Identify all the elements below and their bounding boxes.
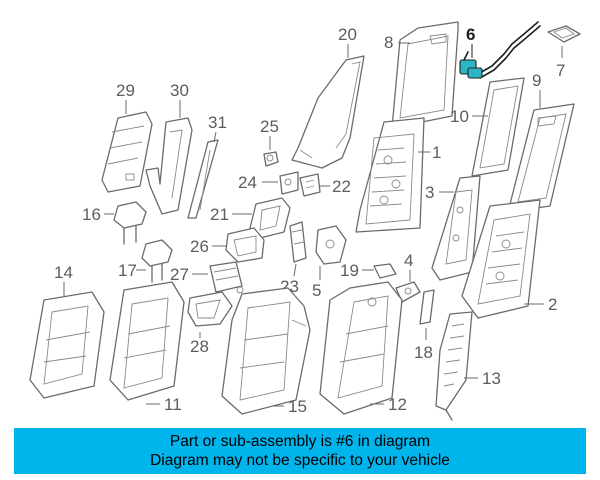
callout-13: 13	[482, 369, 501, 388]
callout-15: 15	[288, 397, 307, 416]
part-26-cover[interactable]	[225, 227, 265, 263]
callout-28: 28	[190, 337, 209, 356]
part-29-cushion[interactable]	[101, 111, 153, 193]
callout-4: 4	[404, 251, 413, 270]
callout-24: 24	[238, 173, 257, 192]
callout-2: 2	[548, 295, 557, 314]
callout-16: 16	[82, 205, 101, 224]
part-16-headrest[interactable]	[113, 201, 147, 245]
part-15-seat-cushion[interactable]	[221, 287, 311, 415]
callout-11: 11	[164, 395, 182, 414]
callout-29: 29	[116, 81, 135, 100]
callout-8: 8	[384, 33, 393, 52]
part-7-clip[interactable]	[547, 25, 581, 43]
banner-line-part-info: Part or sub-assembly is #6 in diagram	[169, 433, 431, 450]
part-17-headrest[interactable]	[141, 239, 173, 283]
part-28-tray[interactable]	[187, 291, 233, 327]
callout-1: 1	[432, 143, 441, 162]
parts-diagram: 6 7 8 10 9 20 1	[29, 21, 581, 421]
callout-18: 18	[414, 343, 433, 362]
info-banner: Part or sub-assembly is #6 in diagram Di…	[14, 428, 586, 474]
callout-7: 7	[556, 61, 565, 80]
callout-25: 25	[260, 117, 279, 136]
part-11-seat-cushion[interactable]	[109, 281, 185, 401]
part-13-lumbar[interactable]	[435, 311, 473, 421]
callout-9: 9	[532, 71, 541, 90]
callout-17: 17	[118, 261, 137, 280]
banner-line-disclaimer: Diagram may not be specific to your vehi…	[150, 452, 450, 469]
callout-6: 6	[466, 25, 475, 44]
part-10-back-panel[interactable]	[471, 77, 525, 177]
part-25-cap[interactable]	[263, 151, 279, 167]
part-22-bracket[interactable]	[299, 173, 321, 197]
callout-5: 5	[312, 281, 321, 300]
part-27-pad[interactable]	[209, 261, 244, 294]
callout-3: 3	[425, 183, 434, 202]
part-20-seatback-cover[interactable]	[291, 55, 365, 169]
part-1-seatback-frame[interactable]	[355, 117, 425, 233]
part-6-wiring-harness[interactable]	[459, 21, 541, 79]
part-23-bracket[interactable]	[289, 221, 307, 263]
part-21-housing[interactable]	[249, 197, 291, 239]
callout-31: 31	[208, 113, 227, 132]
part-24-bracket[interactable]	[279, 171, 299, 195]
callout-19: 19	[340, 261, 359, 280]
leader-31	[213, 131, 217, 143]
callout-22: 22	[332, 177, 351, 196]
part-5-bracket[interactable]	[315, 225, 347, 265]
leader-23	[293, 263, 297, 277]
callout-10: 10	[450, 107, 469, 126]
part-14-seat-cushion[interactable]	[29, 291, 105, 399]
part-30-side-trim[interactable]	[145, 117, 193, 215]
part-18-link[interactable]	[419, 289, 435, 325]
callout-27: 27	[170, 265, 189, 284]
part-3-side-frame[interactable]	[431, 175, 481, 281]
callout-30: 30	[170, 81, 189, 100]
callout-21: 21	[210, 205, 229, 224]
part-2-rear-frame[interactable]	[461, 199, 541, 319]
callout-20: 20	[338, 25, 357, 44]
callout-26: 26	[190, 237, 209, 256]
part-19-clip[interactable]	[373, 263, 397, 279]
part-8-back-panel[interactable]	[391, 21, 459, 129]
part-12-seat-cushion[interactable]	[319, 281, 403, 415]
callout-14: 14	[54, 263, 73, 282]
part-9-back-panel[interactable]	[507, 103, 575, 213]
callout-12: 12	[388, 395, 407, 414]
